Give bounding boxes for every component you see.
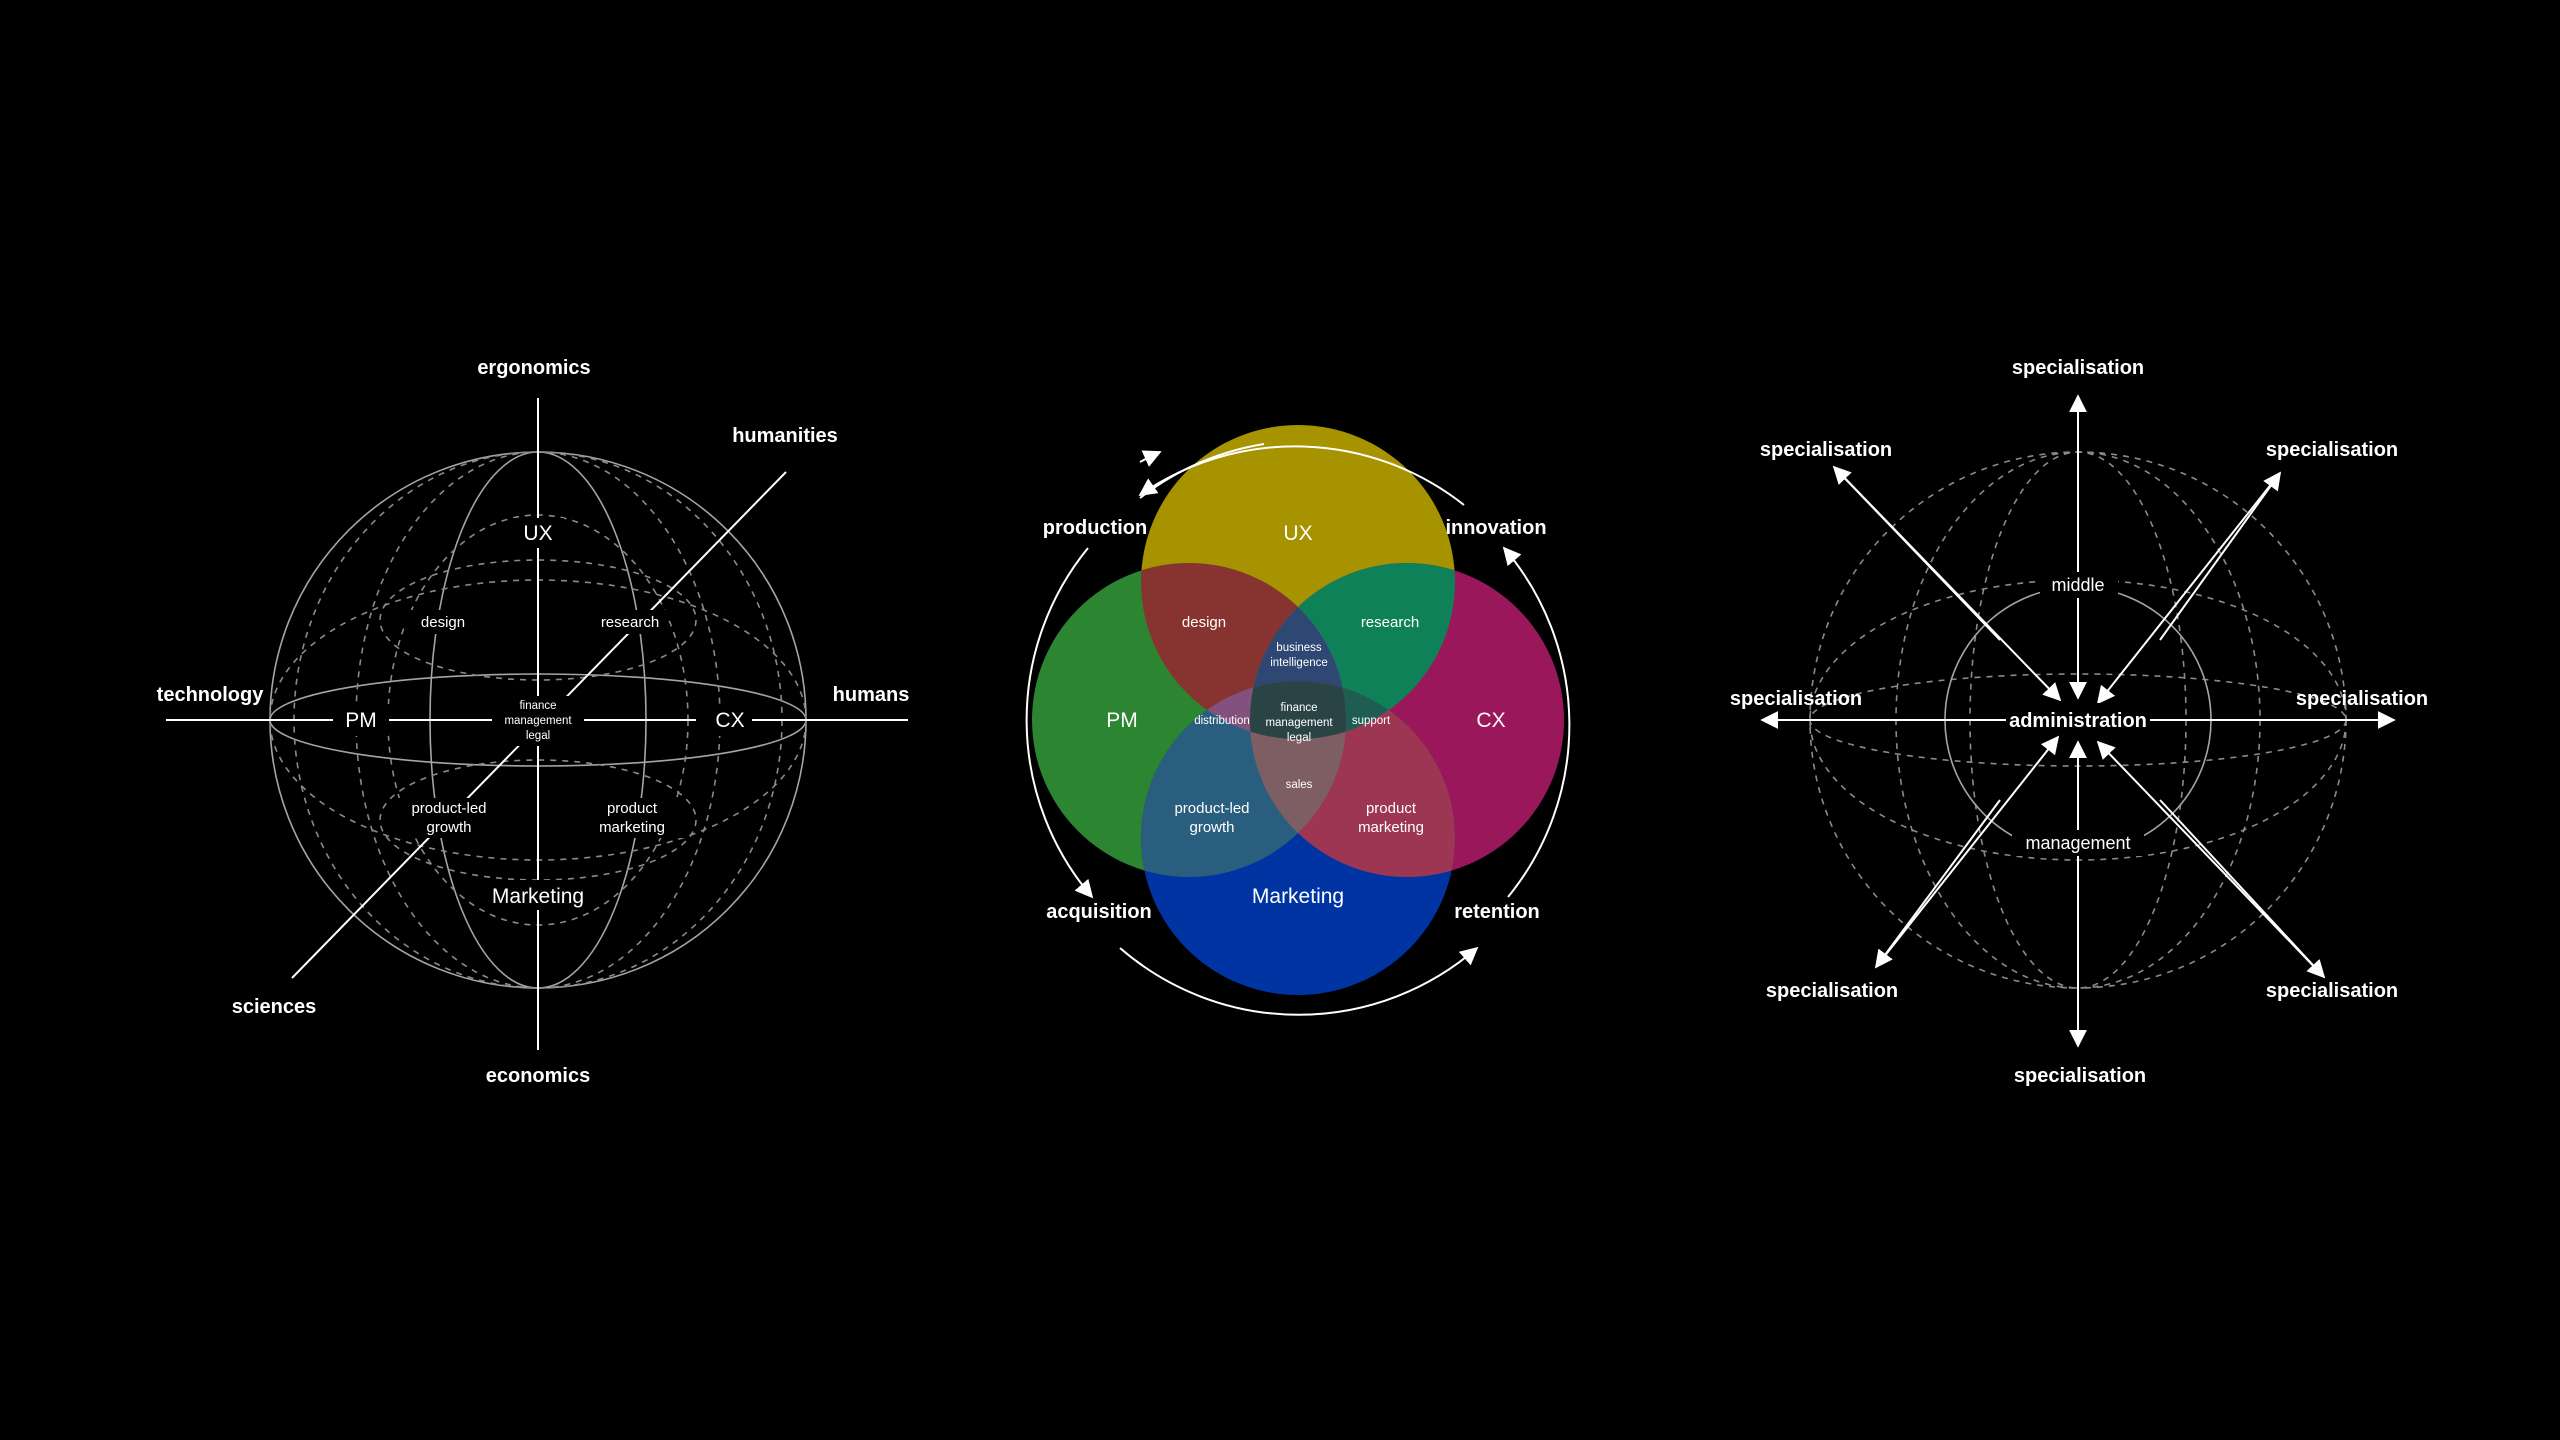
sphere-label-core-2: management xyxy=(504,715,572,727)
cycle-arc-left xyxy=(1025,547,1094,899)
sphere-label-pmk-1: product xyxy=(607,800,658,817)
org-spoke-left: specialisation xyxy=(1730,688,1862,710)
cycle-label-production: production xyxy=(1043,517,1147,539)
axis-label-diag-top: humanities xyxy=(732,425,838,447)
sphere-label-core-1: finance xyxy=(519,700,556,712)
venn-label-core-3: legal xyxy=(1287,732,1311,744)
venn-diagram: production innovation acquisition retent… xyxy=(1025,425,1571,1016)
venn-label-plg-1: product-led xyxy=(1174,800,1249,817)
cycle-label-innovation: innovation xyxy=(1445,517,1546,539)
org-spoke-bottom-left: specialisation xyxy=(1766,980,1898,1002)
venn-label-core-1: finance xyxy=(1280,702,1317,714)
venn-label-sales: sales xyxy=(1286,779,1313,791)
org-arrow-bl-in xyxy=(1875,735,2060,968)
sphere-label-pm: PM xyxy=(345,709,377,732)
axis-label-right: humans xyxy=(833,684,910,706)
venn-label-plg-2: growth xyxy=(1189,819,1234,836)
org-arrow-bl-out xyxy=(1874,799,2001,969)
axis-label-left: technology xyxy=(157,684,265,706)
venn-label-bi-1: business xyxy=(1276,642,1322,654)
sphere-label-core-3: legal xyxy=(526,730,550,742)
venn-label-pmk-1: product xyxy=(1366,800,1417,817)
sphere-latitude-dashed xyxy=(379,759,697,881)
org-diagram: administration middle management special… xyxy=(1730,357,2428,1087)
sphere-label-pmk-2: marketing xyxy=(599,819,665,836)
sphere-label-plg-2: growth xyxy=(426,819,471,836)
venn-label-pmk-2: marketing xyxy=(1358,819,1424,836)
venn-label-core-2: management xyxy=(1265,717,1333,729)
sphere-label-research: research xyxy=(601,614,659,631)
venn-label-ux: UX xyxy=(1283,522,1312,545)
sphere-label-marketing: Marketing xyxy=(492,885,584,908)
venn-label-research: research xyxy=(1361,614,1419,631)
org-arrow-tr-out xyxy=(2159,471,2282,641)
cycle-arc-bottom xyxy=(1119,946,1479,1016)
sphere-label-design: design xyxy=(421,614,465,631)
org-arrow-br-in xyxy=(2096,740,2325,978)
venn-label-pm: PM xyxy=(1106,709,1138,732)
org-label-management: management xyxy=(2025,833,2130,853)
cycle-label-acquisition: acquisition xyxy=(1046,901,1152,923)
org-label-middle: middle xyxy=(2051,575,2104,595)
sphere-diagram: ergonomics economics technology humans h… xyxy=(157,357,910,1087)
cycle-arc-right xyxy=(1502,546,1571,898)
venn-label-distribution: distribution xyxy=(1194,715,1250,727)
venn-label-cx: CX xyxy=(1476,709,1505,732)
venn-label-support: support xyxy=(1352,715,1391,727)
sphere-label-ux: UX xyxy=(523,522,552,545)
org-spoke-top: specialisation xyxy=(2012,357,2144,379)
org-arrow-tl-out xyxy=(1832,465,2001,641)
venn-label-marketing: Marketing xyxy=(1252,885,1344,908)
sphere-latitude-dashed xyxy=(379,559,697,681)
venn-label-bi-2: intelligence xyxy=(1270,657,1328,669)
sphere-label-plg-1: product-led xyxy=(411,800,486,817)
org-arrow-br-out xyxy=(2159,799,2326,979)
cycle-arc-top xyxy=(1138,445,1465,506)
venn-label-design: design xyxy=(1182,614,1226,631)
cycle-label-retention: retention xyxy=(1454,901,1540,923)
sphere-label-cx: CX xyxy=(715,709,744,732)
axis-label-diag-bottom: sciences xyxy=(232,996,317,1018)
org-spoke-bottom: specialisation xyxy=(2014,1065,2146,1087)
org-label-administration: administration xyxy=(2009,710,2147,732)
org-arrow-tr-in xyxy=(2096,472,2281,705)
cycle-arrow xyxy=(1139,450,1162,467)
org-spoke-bottom-right: specialisation xyxy=(2266,980,2398,1002)
axis-label-top: ergonomics xyxy=(477,357,590,379)
org-spoke-top-left: specialisation xyxy=(1760,439,1892,461)
org-spoke-top-right: specialisation xyxy=(2266,439,2398,461)
axis-label-bottom: economics xyxy=(486,1065,590,1087)
org-spoke-right: specialisation xyxy=(2296,688,2428,710)
